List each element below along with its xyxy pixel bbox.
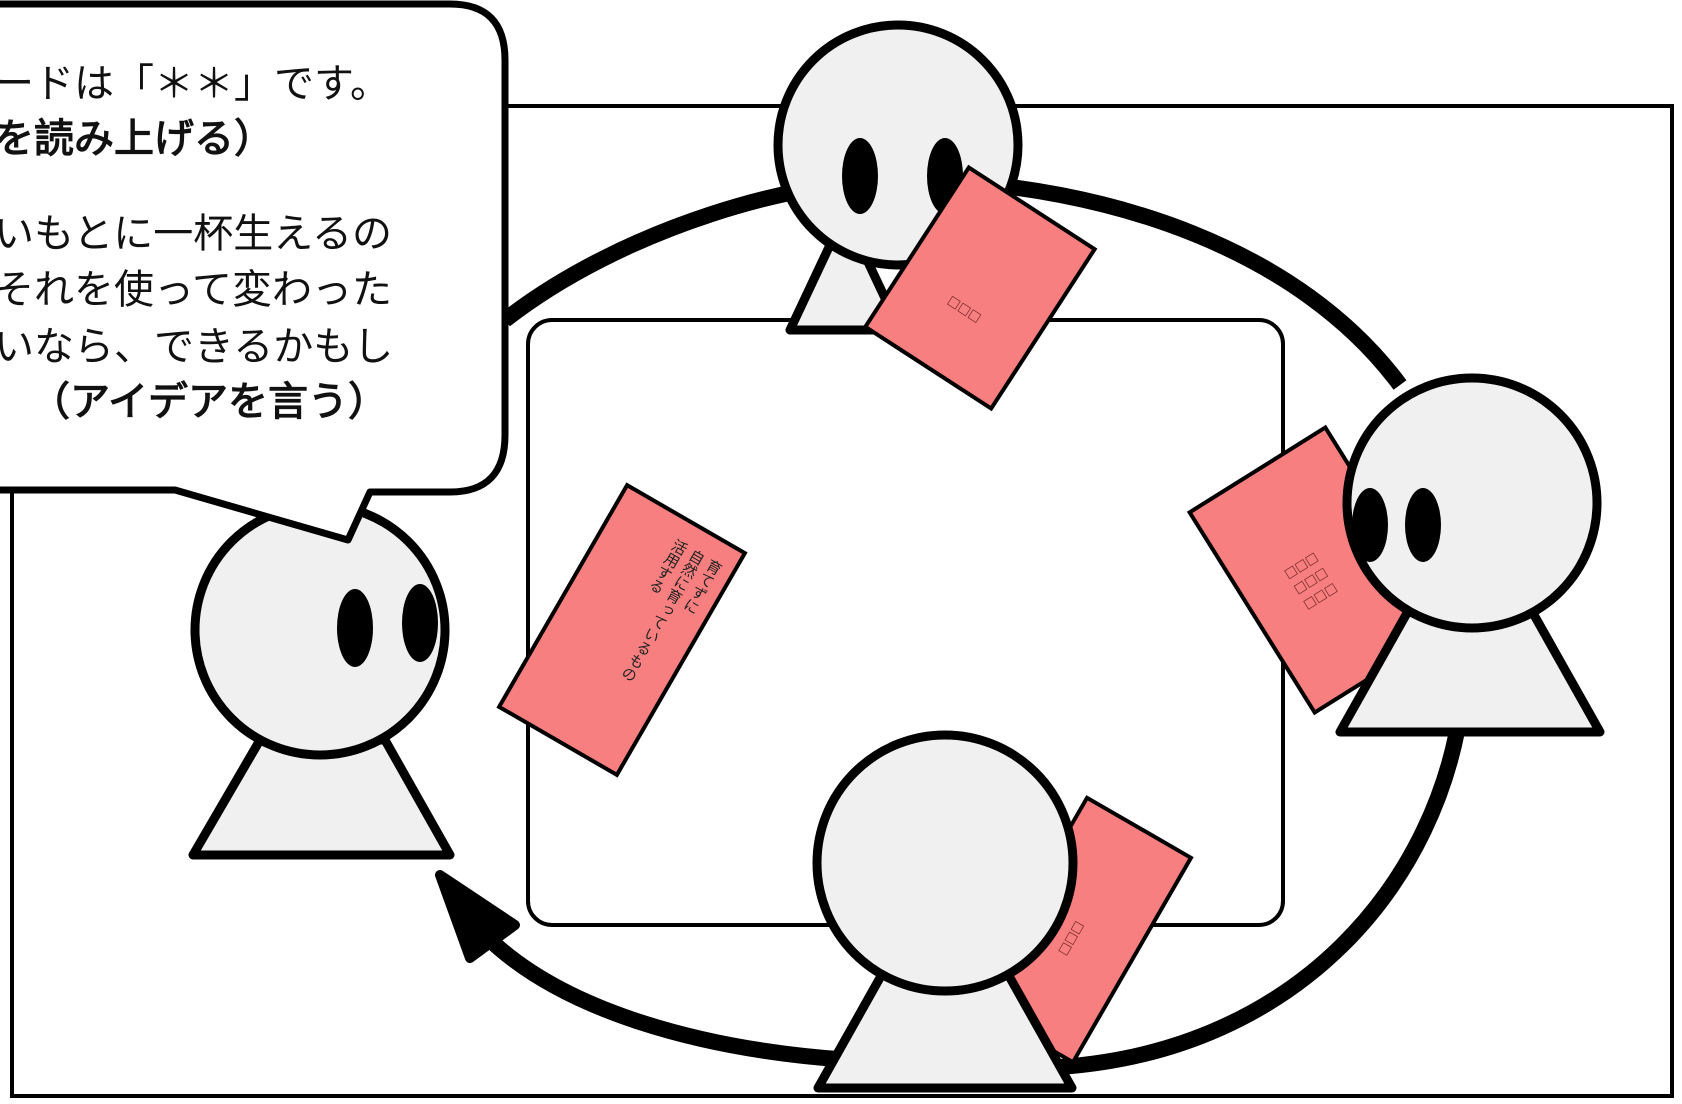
speech-line-6: （アイデアを言う） [30, 379, 388, 425]
person-bottom-head [812, 730, 1078, 996]
person-left [188, 500, 455, 860]
speech-line-5: いなら、できるかもし [0, 324, 393, 370]
person-top-eye-left [842, 138, 878, 214]
speech-line-2: を読み上げる） [0, 116, 274, 162]
person-right-eye-left [1352, 488, 1388, 562]
person-right: □□□ □□□ □□□ [1186, 373, 1605, 737]
flow-path-right [1059, 699, 1470, 1075]
person-bottom: □□□ [812, 730, 1194, 1093]
flow-arrowhead [435, 870, 520, 963]
speech-line-3: いもとに一杯生えるの [0, 211, 392, 257]
flow-path-bottom [479, 929, 851, 1068]
person-left-eye-right [402, 584, 438, 662]
person-top-card: □□□ [862, 164, 1098, 412]
speech-bubble-outline [0, 0, 509, 544]
person-right-head [1342, 373, 1602, 633]
speech-line-1: ードは「＊＊」です。 [0, 61, 390, 107]
speech-line-4: それを使って変わった [0, 267, 392, 313]
person-top: □□□ [773, 20, 1098, 412]
speech-bubble: ードは「＊＊」です。 を読み上げる） いもとに一杯生えるの それを使って変わった… [0, 0, 509, 544]
person-right-eye-right [1405, 488, 1441, 562]
person-left-eye-left [337, 589, 373, 667]
